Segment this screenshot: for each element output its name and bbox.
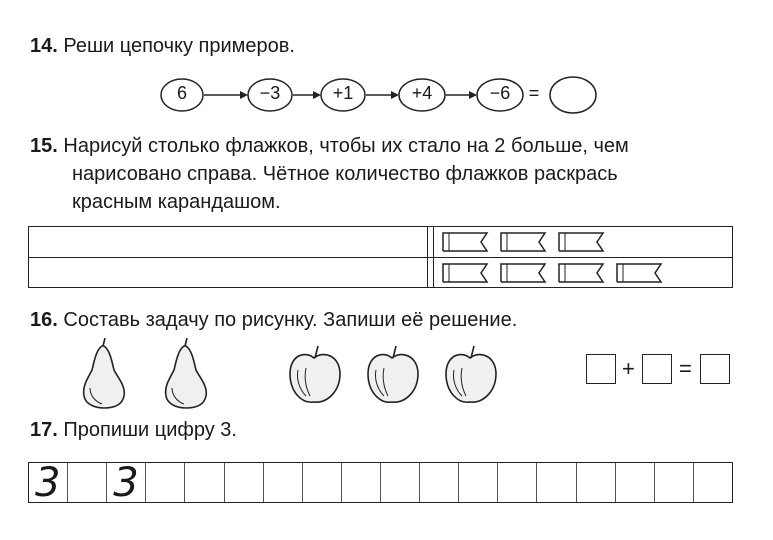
chain-label-4: +4 bbox=[411, 83, 433, 103]
flag-icon bbox=[500, 263, 547, 283]
copybook-cell[interactable] bbox=[459, 463, 499, 502]
chain-drawing bbox=[160, 76, 597, 114]
fruit-picture bbox=[82, 338, 497, 409]
task-14-number: 14. bbox=[30, 35, 58, 57]
copybook-cell[interactable] bbox=[225, 463, 264, 502]
task-15-number: 15. bbox=[30, 135, 58, 157]
flag-icon bbox=[500, 232, 547, 252]
task-15-line-3: красным карандашом. bbox=[72, 191, 281, 213]
copybook-cell[interactable] bbox=[655, 463, 694, 502]
copybook-cell[interactable] bbox=[185, 463, 225, 502]
chain-label-5: −6 bbox=[489, 83, 511, 103]
copybook-cell[interactable] bbox=[264, 463, 303, 502]
task-15-line-1: Нарисуй столько флажков, чтобы их стало … bbox=[63, 135, 629, 157]
copybook-cell[interactable] bbox=[577, 463, 616, 502]
copybook-cell[interactable] bbox=[498, 463, 538, 502]
task-15-line-2: нарисовано справа. Чётное количество фла… bbox=[72, 163, 618, 185]
arrow-icon bbox=[240, 91, 248, 99]
flag-icon bbox=[442, 263, 489, 283]
arrow-icon bbox=[391, 91, 399, 99]
flags-row-1-drawing bbox=[442, 232, 605, 252]
task-16-heading: 16. Составь задачу по рисунку. Запиши её… bbox=[30, 306, 517, 334]
copybook-cell[interactable] bbox=[420, 463, 460, 502]
copybook-cell[interactable] bbox=[616, 463, 655, 502]
flags-row-2 bbox=[29, 258, 732, 288]
answer-box-2[interactable] bbox=[642, 354, 672, 384]
flags-row-2-drawing bbox=[442, 263, 663, 283]
solution-equation: + = bbox=[586, 354, 734, 386]
drawing-area-row-2[interactable] bbox=[29, 258, 425, 288]
chain-label-3: +1 bbox=[332, 83, 354, 103]
flag-icon bbox=[616, 263, 663, 283]
sample-digit: 3 bbox=[35, 460, 61, 506]
equals-sign: = bbox=[679, 356, 692, 381]
copybook-cell[interactable] bbox=[342, 463, 381, 502]
flag-icon bbox=[558, 232, 605, 252]
flag-icon bbox=[558, 263, 605, 283]
apple-icon bbox=[445, 345, 497, 403]
plus-sign: + bbox=[622, 356, 635, 381]
copybook-cell[interactable]: 3 bbox=[107, 460, 147, 506]
pear-icon bbox=[82, 338, 126, 409]
chain-equals: = bbox=[528, 83, 540, 103]
arrow-icon bbox=[469, 91, 477, 99]
copybook-cell[interactable]: 3 bbox=[29, 460, 69, 506]
sample-digit: 3 bbox=[113, 460, 139, 506]
example-chain: 6 −3 +1 +4 −6 = bbox=[160, 74, 610, 116]
apple-icon bbox=[289, 345, 341, 403]
task-17-number: 17. bbox=[30, 419, 58, 441]
copybook-cell[interactable] bbox=[381, 463, 421, 502]
chain-node-1 bbox=[160, 78, 204, 112]
drawing-area-row-1[interactable] bbox=[29, 227, 425, 257]
task-17-text: Пропиши цифру 3. bbox=[63, 419, 237, 441]
arrow-icon bbox=[313, 91, 321, 99]
task-15-heading: 15. Нарисуй столько флажков, чтобы их ст… bbox=[30, 132, 740, 216]
chain-label-2: −3 bbox=[259, 83, 281, 103]
copybook-cell[interactable] bbox=[537, 463, 577, 502]
pear-icon bbox=[164, 338, 208, 409]
task-16-number: 16. bbox=[30, 309, 58, 331]
flag-icon bbox=[442, 232, 489, 252]
copybook-cell[interactable] bbox=[146, 463, 186, 502]
task-16-text: Составь задачу по рисунку. Запиши её реш… bbox=[63, 309, 518, 331]
flags-table bbox=[28, 226, 733, 288]
task-17-heading: 17. Пропиши цифру 3. bbox=[30, 416, 237, 444]
flags-row-1 bbox=[29, 227, 732, 258]
copybook-cell[interactable] bbox=[694, 463, 732, 502]
copybook-cell[interactable] bbox=[68, 463, 108, 502]
task-14-text: Реши цепочку примеров. bbox=[63, 35, 295, 57]
answer-box-1[interactable] bbox=[586, 354, 616, 384]
copybook-cell[interactable] bbox=[303, 463, 342, 502]
answer-box-result[interactable] bbox=[700, 354, 730, 384]
chain-label-1: 6 bbox=[176, 83, 187, 103]
apple-icon bbox=[367, 345, 419, 403]
task-14-heading: 14. Реши цепочку примеров. bbox=[30, 32, 295, 60]
answer-oval bbox=[549, 76, 597, 114]
